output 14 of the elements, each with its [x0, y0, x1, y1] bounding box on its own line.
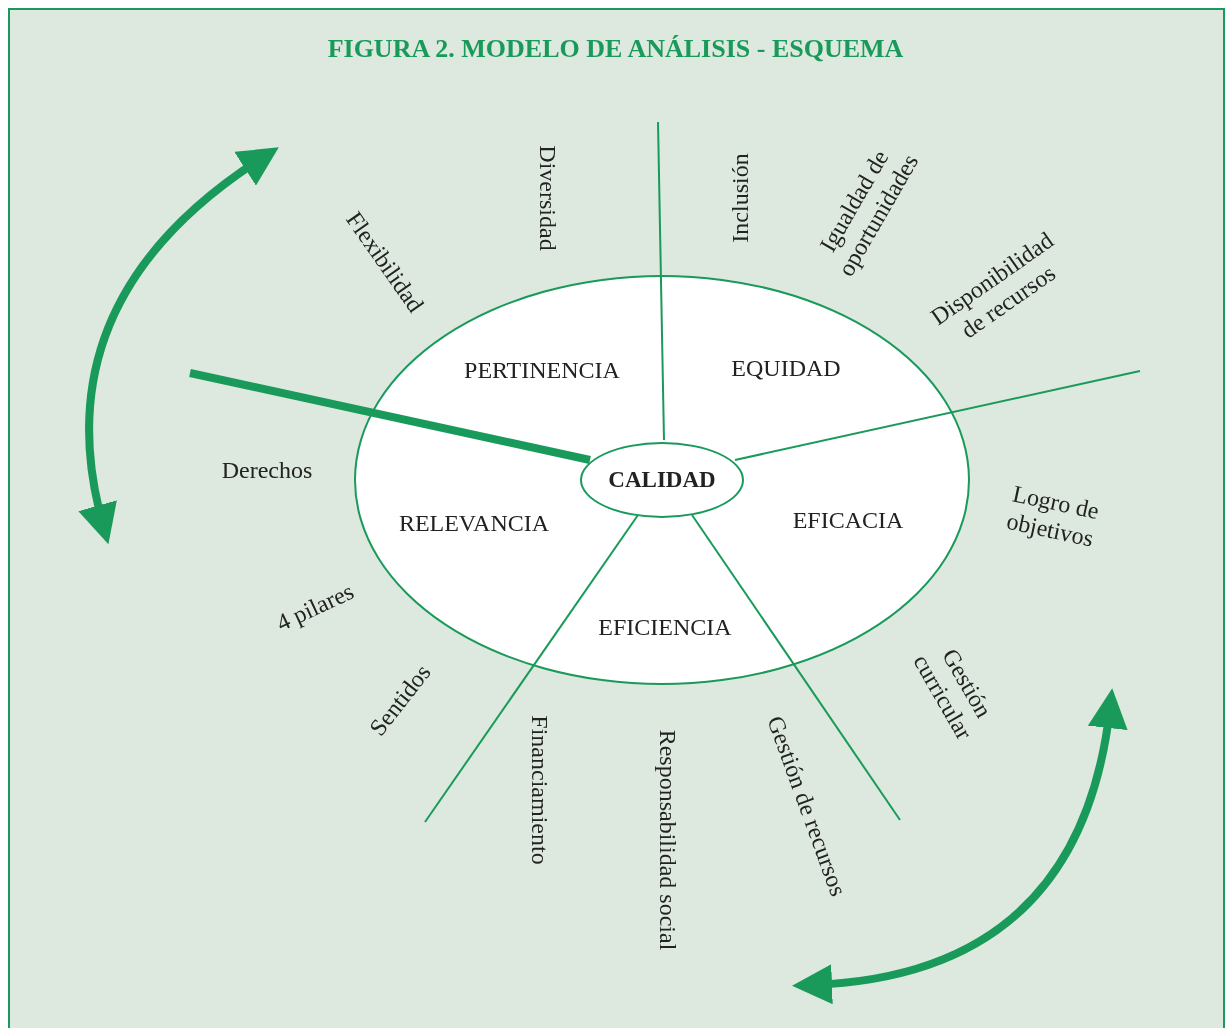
label: Gestión de recursos	[761, 711, 853, 902]
label: Derechos	[220, 456, 314, 484]
label: Responsabilidad social	[654, 728, 682, 953]
label: EFICACIA	[791, 506, 905, 534]
label: Diversidad	[534, 144, 562, 253]
label: EQUIDAD	[730, 354, 842, 382]
label: Inclusión	[726, 152, 754, 245]
label: Financiamiento	[526, 714, 554, 867]
ellipse-node: CALIDAD	[580, 442, 744, 518]
label: EFICIENCIA	[597, 613, 733, 641]
label: Logro de objetivos	[1003, 479, 1103, 554]
label: RELEVANCIA	[397, 509, 551, 537]
label: PERTINENCIA	[463, 356, 621, 384]
title: FIGURA 2. MODELO DE ANÁLISIS - ESQUEMA	[326, 34, 905, 64]
